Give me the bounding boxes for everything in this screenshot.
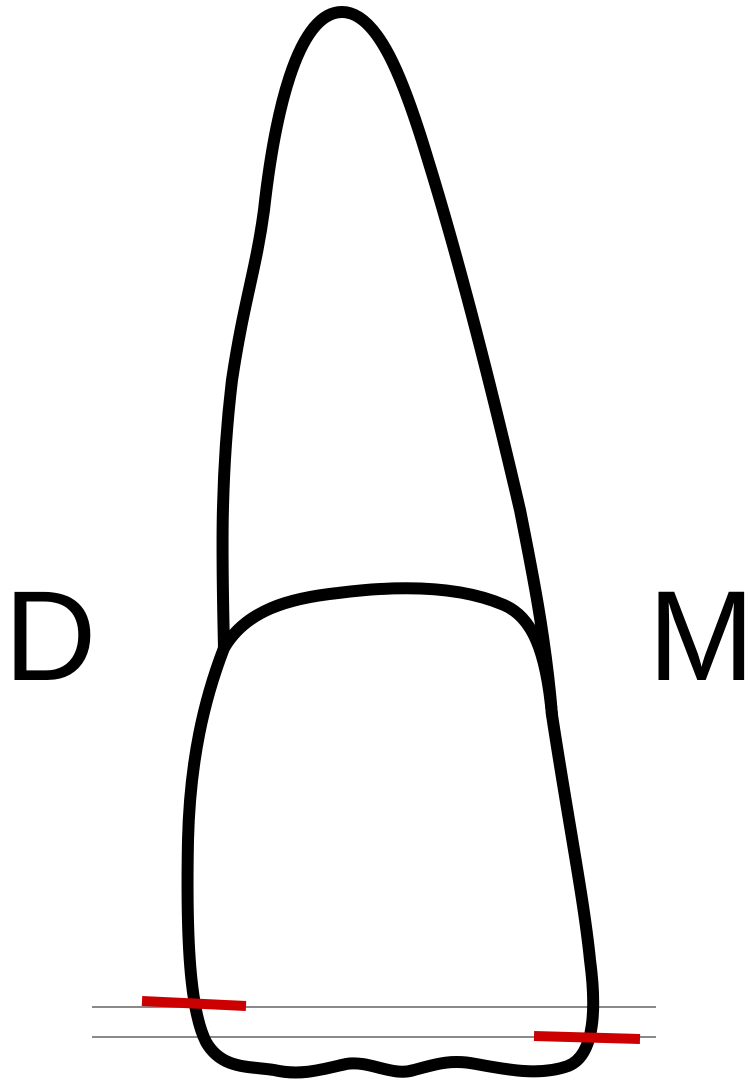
distal-contact-marker (142, 1001, 246, 1006)
mesial-label: M (648, 565, 750, 708)
mesial-contact-marker (534, 1036, 640, 1039)
distal-label: D (4, 565, 96, 708)
crown-outline (188, 588, 594, 1072)
